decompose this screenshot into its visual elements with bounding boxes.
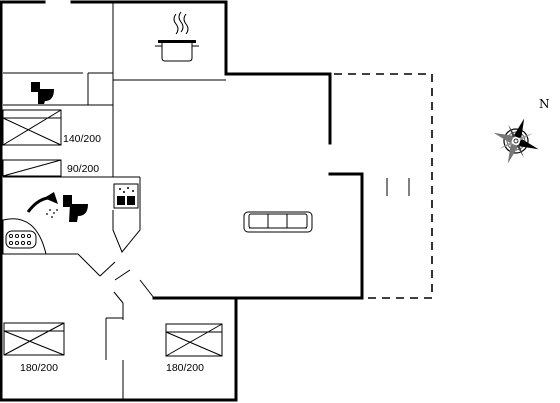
toilet-icon: [63, 195, 88, 222]
compass-rose-icon: [493, 118, 539, 164]
bed-140-200: 140/200: [2, 109, 101, 146]
bed-180-200-left: 180/200: [3, 322, 65, 374]
shower-icon: [26, 192, 58, 218]
compass-north-label: N: [539, 97, 550, 111]
sink-icon: [113, 183, 139, 209]
bed-90-200: 90/200: [2, 159, 99, 177]
terrace-outline: [334, 73, 433, 299]
bed-label: 180/200: [20, 362, 58, 374]
bed-label: 180/200: [166, 362, 204, 374]
exterior-walls: [0, 0, 364, 402]
toilet-icon: [31, 82, 54, 104]
cooking-pot-icon: [155, 11, 199, 62]
whirlpool-bath-icon: [2, 218, 47, 255]
bed-label: 140/200: [63, 133, 101, 145]
bed-180-200-right: 180/200: [165, 323, 223, 374]
sofa-icon: [243, 211, 313, 233]
bed-label: 90/200: [67, 163, 99, 175]
